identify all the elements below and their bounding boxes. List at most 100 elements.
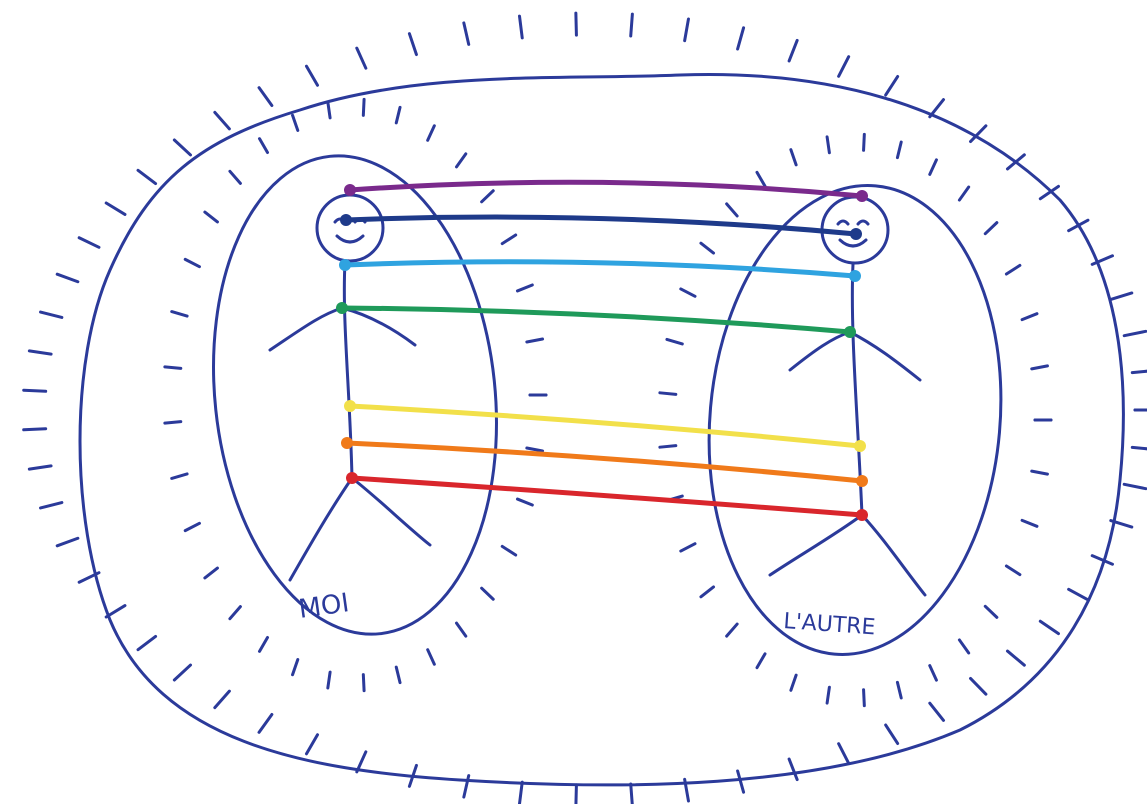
aura-tick bbox=[24, 390, 46, 391]
aura-tick bbox=[864, 134, 865, 150]
aura-ticks bbox=[24, 13, 1147, 804]
aura-tick bbox=[681, 544, 695, 551]
aura-tick bbox=[328, 672, 330, 688]
link-sky-blue-start-dot bbox=[339, 259, 351, 271]
aura-tick bbox=[839, 744, 849, 764]
aura-tick bbox=[930, 703, 944, 720]
aura-tick bbox=[791, 675, 796, 690]
aura-tick bbox=[205, 568, 218, 578]
aura-tick bbox=[1032, 471, 1048, 474]
aura-tick bbox=[1022, 314, 1037, 320]
aura-tick bbox=[1069, 589, 1088, 600]
aura-tick bbox=[1124, 331, 1146, 335]
aura-tick bbox=[757, 654, 765, 668]
aura-tick bbox=[41, 503, 62, 508]
aura-tick bbox=[1111, 293, 1132, 299]
link-orange-start-dot bbox=[341, 437, 353, 449]
aura-tick bbox=[971, 678, 986, 694]
aura-tick bbox=[1007, 651, 1024, 665]
aura-tick bbox=[827, 687, 829, 703]
aura-tick bbox=[357, 48, 366, 68]
aura-tick bbox=[1069, 220, 1088, 231]
aura-tick bbox=[789, 759, 797, 779]
aura-tick bbox=[727, 624, 737, 636]
aura-tick bbox=[757, 172, 765, 186]
aura-tick bbox=[29, 466, 51, 469]
aura-tick bbox=[886, 725, 898, 743]
link-yellow-start-dot bbox=[344, 400, 356, 412]
link-sky-blue bbox=[345, 262, 855, 276]
aura-tick bbox=[839, 57, 849, 77]
autre-smile bbox=[840, 240, 866, 246]
aura-tick bbox=[328, 102, 330, 118]
aura-tick bbox=[1006, 566, 1019, 575]
aura-tick bbox=[738, 28, 744, 49]
aura-tick bbox=[1124, 484, 1146, 488]
aura-tick bbox=[172, 312, 187, 317]
aura-tick bbox=[519, 16, 522, 38]
aura-tick bbox=[41, 312, 62, 317]
aura-tick bbox=[174, 140, 190, 155]
aura-tick bbox=[230, 171, 240, 183]
aura-tick bbox=[215, 112, 230, 128]
aura-tick bbox=[789, 40, 797, 60]
autre-legs bbox=[770, 515, 925, 595]
moi-legs bbox=[290, 478, 430, 580]
aura-tick bbox=[827, 137, 829, 153]
autre-figure bbox=[770, 197, 925, 595]
aura-tick bbox=[517, 499, 532, 505]
link-yellow bbox=[350, 406, 860, 446]
aura-tick bbox=[685, 19, 689, 41]
aura-tick bbox=[791, 150, 796, 165]
aura-tick bbox=[701, 587, 714, 597]
aura-tick bbox=[293, 660, 298, 675]
link-green bbox=[342, 308, 850, 332]
link-red-start-dot bbox=[346, 472, 358, 484]
link-green-end-dot bbox=[844, 326, 856, 338]
aura-tick bbox=[165, 367, 181, 369]
aura-tick bbox=[174, 665, 190, 680]
aura-tick bbox=[428, 650, 435, 665]
link-violet-end-dot bbox=[856, 190, 868, 202]
aura-tick bbox=[959, 640, 968, 653]
aura-tick bbox=[864, 690, 865, 706]
aura-tick bbox=[307, 735, 318, 754]
link-violet-start-dot bbox=[344, 184, 356, 196]
aura-tick bbox=[576, 785, 577, 804]
aura-tick bbox=[172, 474, 187, 479]
aura-tick bbox=[482, 588, 494, 599]
moi-head bbox=[317, 195, 383, 261]
aura-tick bbox=[897, 682, 901, 698]
aura-tick bbox=[517, 285, 532, 291]
aura-tick bbox=[576, 13, 577, 35]
aura-tick bbox=[185, 523, 199, 530]
aura-tick bbox=[293, 115, 298, 130]
aura-tick bbox=[29, 351, 51, 354]
aura-tick bbox=[165, 422, 181, 424]
aura-tick bbox=[1132, 370, 1147, 372]
aura-tick bbox=[215, 691, 230, 707]
aura-tick bbox=[185, 259, 199, 266]
aura-tick bbox=[260, 637, 268, 651]
link-orange-end-dot bbox=[856, 475, 868, 487]
aura-tick bbox=[396, 107, 400, 123]
aura-tick bbox=[527, 448, 543, 451]
aura-tick bbox=[138, 636, 156, 649]
aura-tick bbox=[1032, 366, 1048, 369]
aura-tick bbox=[230, 607, 240, 619]
aura-tick bbox=[409, 34, 416, 55]
aura-tick bbox=[681, 289, 695, 296]
aura-tick bbox=[457, 623, 466, 636]
aura-tick bbox=[464, 23, 469, 44]
aura-tick bbox=[959, 187, 968, 200]
connection-lines bbox=[336, 182, 868, 521]
aura-tick bbox=[259, 88, 272, 106]
link-yellow-end-dot bbox=[854, 440, 866, 452]
aura-tick bbox=[260, 139, 268, 153]
link-green-start-dot bbox=[336, 302, 348, 314]
aura-tick bbox=[985, 606, 997, 617]
aura-tick bbox=[631, 784, 633, 804]
autre-label: L'AUTRE bbox=[783, 609, 877, 640]
link-indigo-start-dot bbox=[340, 214, 352, 226]
aura-tick bbox=[307, 66, 318, 85]
